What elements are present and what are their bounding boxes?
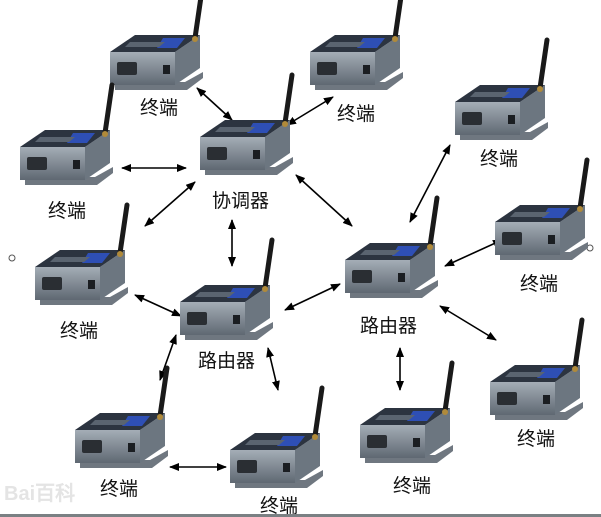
router-device-left — [180, 240, 273, 340]
terminal-label: 终端 — [517, 428, 555, 450]
link-arrow — [196, 87, 233, 121]
terminal-label: 终端 — [480, 148, 518, 170]
terminal-label: 终端 — [140, 97, 178, 119]
terminal-label: 终端 — [100, 478, 138, 500]
links — [121, 87, 503, 471]
router-label-right: 路由器 — [360, 315, 417, 337]
coordinator-device — [200, 75, 293, 175]
terminal-device — [495, 160, 588, 260]
watermark: Bai百科 — [4, 481, 75, 505]
link-arrow — [134, 294, 182, 317]
terminal-device — [360, 363, 453, 463]
edge-dot-left — [8, 254, 16, 262]
router-label-left: 路由器 — [198, 350, 255, 372]
terminal-device — [310, 0, 403, 90]
terminal-label: 终端 — [337, 103, 375, 125]
link-arrow — [439, 305, 497, 341]
router-device-right — [345, 198, 438, 298]
link-arrow — [295, 174, 353, 227]
link-arrow — [144, 181, 196, 227]
terminal-label: 终端 — [48, 200, 86, 222]
link-arrow — [266, 347, 280, 391]
link-arrow — [159, 334, 177, 381]
link-arrow — [409, 144, 451, 223]
terminal-label: 终端 — [393, 475, 431, 497]
terminal-device — [230, 388, 323, 488]
terminal-device — [20, 85, 113, 185]
terminal-device — [455, 40, 548, 140]
terminal-device — [75, 368, 168, 468]
link-arrow — [286, 96, 334, 126]
link-arrow — [444, 239, 503, 267]
link-arrow — [284, 283, 341, 311]
terminal-device — [490, 320, 583, 420]
terminal-label: 终端 — [60, 320, 98, 342]
coordinator-label: 协调器 — [212, 190, 269, 212]
terminal-device — [110, 0, 203, 90]
terminal-label: 终端 — [260, 495, 298, 514]
terminal-label: 终端 — [520, 273, 558, 295]
